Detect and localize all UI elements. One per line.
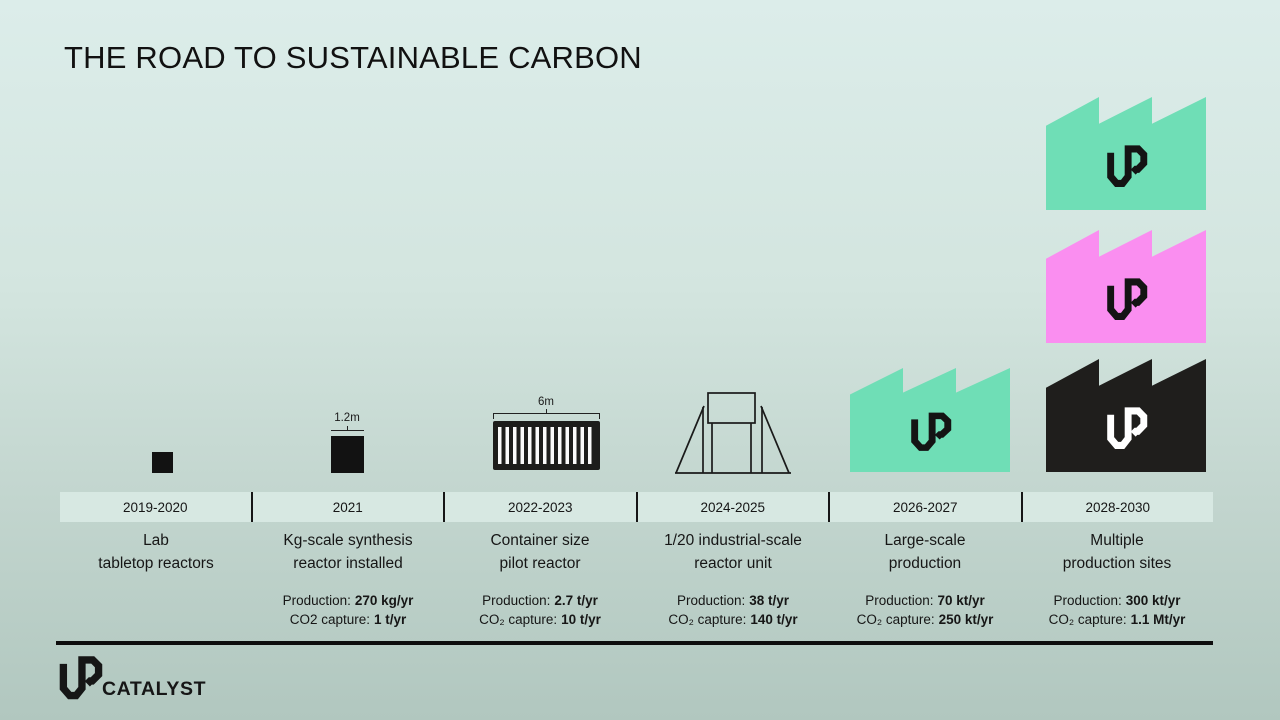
dimension-tick [546,409,547,414]
stage-label-line: pilot reactor [499,555,581,572]
stage-label-line: tabletop reactors [98,555,214,572]
capture-label: CO2 capture: [289,612,370,627]
production-value: 300 kt/yr [1125,593,1181,608]
capture-value: 1 t/yr [374,612,407,627]
factory-icon-green [850,368,1010,472]
capture-label: CO₂ capture: [1048,612,1127,627]
capture-value: 250 kt/yr [938,612,994,627]
year-label: 2024-2025 [700,499,766,515]
dimension-tick [493,413,494,419]
stats-2028-2030: Production:300 kt/yr CO₂ capture:1.1 Mt/… [1021,591,1213,629]
capture-label: CO₂ capture: [668,612,747,627]
production-label: Production: [282,593,351,608]
year-label: 2028-2030 [1085,499,1151,515]
timeline-segment-2024-2025: 2024-2025 [635,492,829,522]
stage-label-line: 1/20 industrial-scale [664,532,802,549]
stage-label-line: Large-scale [884,532,966,549]
capture-stat: CO₂ capture:10 t/yr [444,610,636,629]
production-label: Production: [1053,593,1122,608]
dimension-tick [599,413,600,419]
production-value: 2.7 t/yr [554,593,598,608]
stats-2026-2027: Production:70 kt/yr CO₂ capture:250 kt/y… [829,591,1021,629]
capture-value: 140 t/yr [750,612,798,627]
production-label: Production: [676,593,746,608]
stage-label-kg-scale: Kg-scale synthesis reactor installed [252,529,444,575]
capture-stat: CO₂ capture:140 t/yr [637,610,829,629]
capture-stat: CO2 capture: 1 t/yr [252,610,444,629]
timeline-segment-2019-2020: 2019-2020 [60,492,251,522]
stage-label-line: reactor unit [694,555,772,572]
stage-label-multiple-sites: Multiple production sites [1021,529,1213,575]
stats-2021: Production:270 kg/yr CO2 capture: 1 t/yr [252,591,444,629]
production-stat: Production:270 kg/yr [252,591,444,610]
reactor-frame-icon [675,392,791,474]
dimension-tick [347,426,348,431]
capture-value: 1.1 Mt/yr [1130,612,1186,627]
container-corrugation [498,427,595,464]
production-stat: Production:38 t/yr [637,591,829,610]
stage-label-container: Container size pilot reactor [444,529,636,575]
production-value: 38 t/yr [749,593,790,608]
production-label: Production: [482,593,551,608]
factory-icon-pink [1046,230,1206,343]
stage-label-line: Container size [490,532,590,549]
year-label: 2019-2020 [122,499,188,515]
capture-label: CO₂ capture: [856,612,935,627]
stats-2022-2023: Production:2.7 t/yr CO₂ capture:10 t/yr [444,591,636,629]
production-value: 270 kg/yr [354,593,414,608]
timeline-segment-2028-2030: 2028-2030 [1020,492,1214,522]
stage-label-line: Lab [143,532,169,549]
stage-label-line: reactor installed [293,555,403,572]
up-logo-icon [56,656,104,700]
reactor-cube-icon [331,436,364,473]
stage-label-industrial: 1/20 industrial-scale reactor unit [637,529,829,575]
production-label: Production: [865,593,934,608]
timeline-bar: 2019-2020 2021 2022-2023 2024-2025 2026-… [60,492,1213,522]
stats-2024-2025: Production:38 t/yr CO₂ capture:140 t/yr [637,591,829,629]
footer-divider [56,641,1213,645]
factory-icon-green-top [1046,97,1206,210]
timeline-segment-2022-2023: 2022-2023 [443,492,636,522]
production-stat: Production:300 kt/yr [1021,591,1213,610]
stage-label-large-scale: Large-scale production [829,529,1021,575]
timeline-segment-2021: 2021 [250,492,444,522]
stage-label-line: production [888,555,962,572]
page-title: THE ROAD TO SUSTAINABLE CARBON [64,40,642,75]
stage-label-lab: Lab tabletop reactors [60,529,252,575]
stage-label-line: Kg-scale synthesis [283,532,413,549]
production-value: 70 kt/yr [937,593,985,608]
timeline-segment-2026-2027: 2026-2027 [828,492,1021,522]
brand-name: CATALYST [102,678,207,700]
capture-stat: CO₂ capture:1.1 Mt/yr [1021,610,1213,629]
stage-label-line: production sites [1062,555,1172,572]
dimension-label-1-2m: 1.2m [334,412,360,424]
capture-label: CO₂ capture: [479,612,558,627]
capture-value: 10 t/yr [561,612,601,627]
container-icon [493,421,600,470]
brand-logo: CATALYST [56,656,316,706]
year-label: 2026-2027 [892,499,958,515]
year-label: 2022-2023 [507,499,573,515]
dimension-line [493,413,600,414]
production-stat: Production:70 kt/yr [829,591,1021,610]
capture-stat: CO₂ capture:250 kt/yr [829,610,1021,629]
year-label: 2021 [332,499,363,515]
lab-cube-icon [152,452,173,473]
stage-label-line: Multiple [1090,532,1144,549]
dimension-label-6m: 6m [538,396,554,408]
dimension-line [331,430,364,431]
production-stat: Production:2.7 t/yr [444,591,636,610]
factory-icon-black [1046,359,1206,472]
